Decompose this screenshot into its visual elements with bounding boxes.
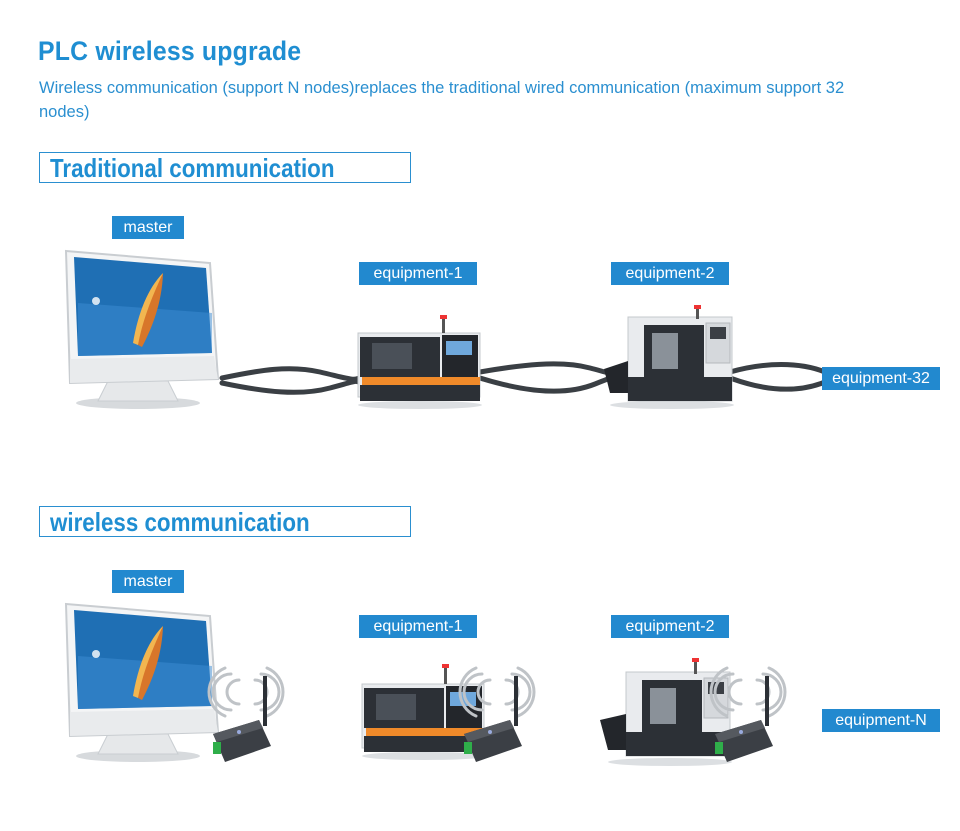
cnc-lathe-icon	[357, 315, 482, 409]
page-subtitle: Wireless communication (support N nodes)…	[39, 79, 845, 121]
wireless-heading-box: wireless communication	[39, 506, 411, 537]
wireless-equipment1-label: equipment-1	[359, 615, 477, 638]
wireless-module-icon	[458, 666, 536, 762]
traditional-equipment2-label: equipment-2	[611, 262, 729, 285]
traditional-equipment-last-label: equipment-32	[822, 367, 940, 390]
traditional-equipment1-label: equipment-1	[359, 262, 477, 285]
wireless-equipment-last-label: equipment-N	[822, 709, 940, 732]
wireless-module-icon	[207, 666, 285, 762]
traditional-master-label: master	[112, 216, 184, 239]
traditional-heading-box: Traditional communication	[39, 152, 411, 183]
page-title: PLC wireless upgrade	[38, 36, 302, 66]
computer-monitor-icon	[64, 602, 220, 762]
wireless-master-label: master	[112, 570, 184, 593]
wireless-heading: wireless communication	[50, 507, 310, 537]
computer-monitor-icon	[64, 249, 220, 409]
traditional-heading: Traditional communication	[50, 153, 335, 183]
wireless-equipment2-label: equipment-2	[611, 615, 729, 638]
wireless-module-icon	[709, 666, 787, 762]
cnc-lathe-icon	[361, 664, 486, 760]
cnc-milling-machine-icon	[604, 305, 734, 409]
